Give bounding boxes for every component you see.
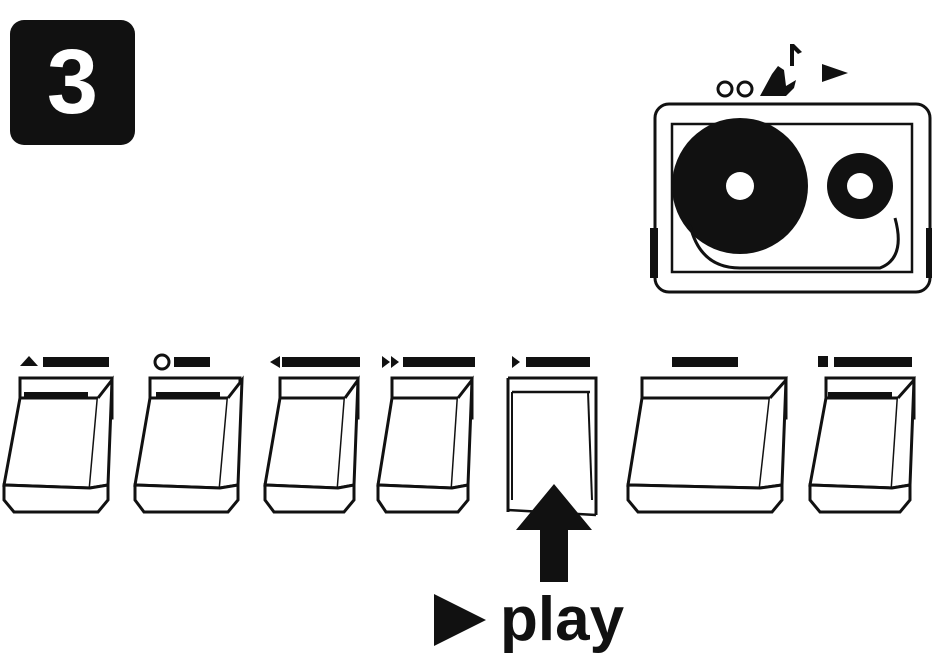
fast-forward-button[interactable] bbox=[376, 356, 475, 514]
play-caption: play bbox=[430, 585, 624, 655]
button-row bbox=[2, 353, 916, 517]
rewind-icon bbox=[270, 356, 280, 368]
rewind-button[interactable] bbox=[263, 356, 360, 514]
record-button[interactable] bbox=[133, 353, 244, 514]
play-triangle-icon bbox=[822, 64, 848, 82]
eject-icon bbox=[20, 356, 38, 366]
record-circle-icon bbox=[153, 353, 171, 371]
blank-label-icon bbox=[672, 357, 738, 367]
record-dots-icon bbox=[716, 80, 754, 98]
press-arrow-icon bbox=[516, 484, 592, 582]
stop-icon bbox=[818, 356, 828, 367]
pause-button[interactable] bbox=[626, 357, 788, 514]
cassette-tape-icon bbox=[650, 102, 932, 294]
play-button[interactable] bbox=[506, 356, 598, 517]
play-triangle-icon bbox=[434, 594, 486, 646]
stop-button[interactable] bbox=[808, 356, 916, 514]
step-number-badge: 3 bbox=[10, 20, 135, 145]
eject-button[interactable] bbox=[2, 356, 114, 514]
play-icon bbox=[512, 356, 520, 368]
music-note-icon bbox=[760, 44, 802, 96]
fast-forward-icon bbox=[382, 356, 399, 368]
play-label: play bbox=[500, 585, 625, 654]
